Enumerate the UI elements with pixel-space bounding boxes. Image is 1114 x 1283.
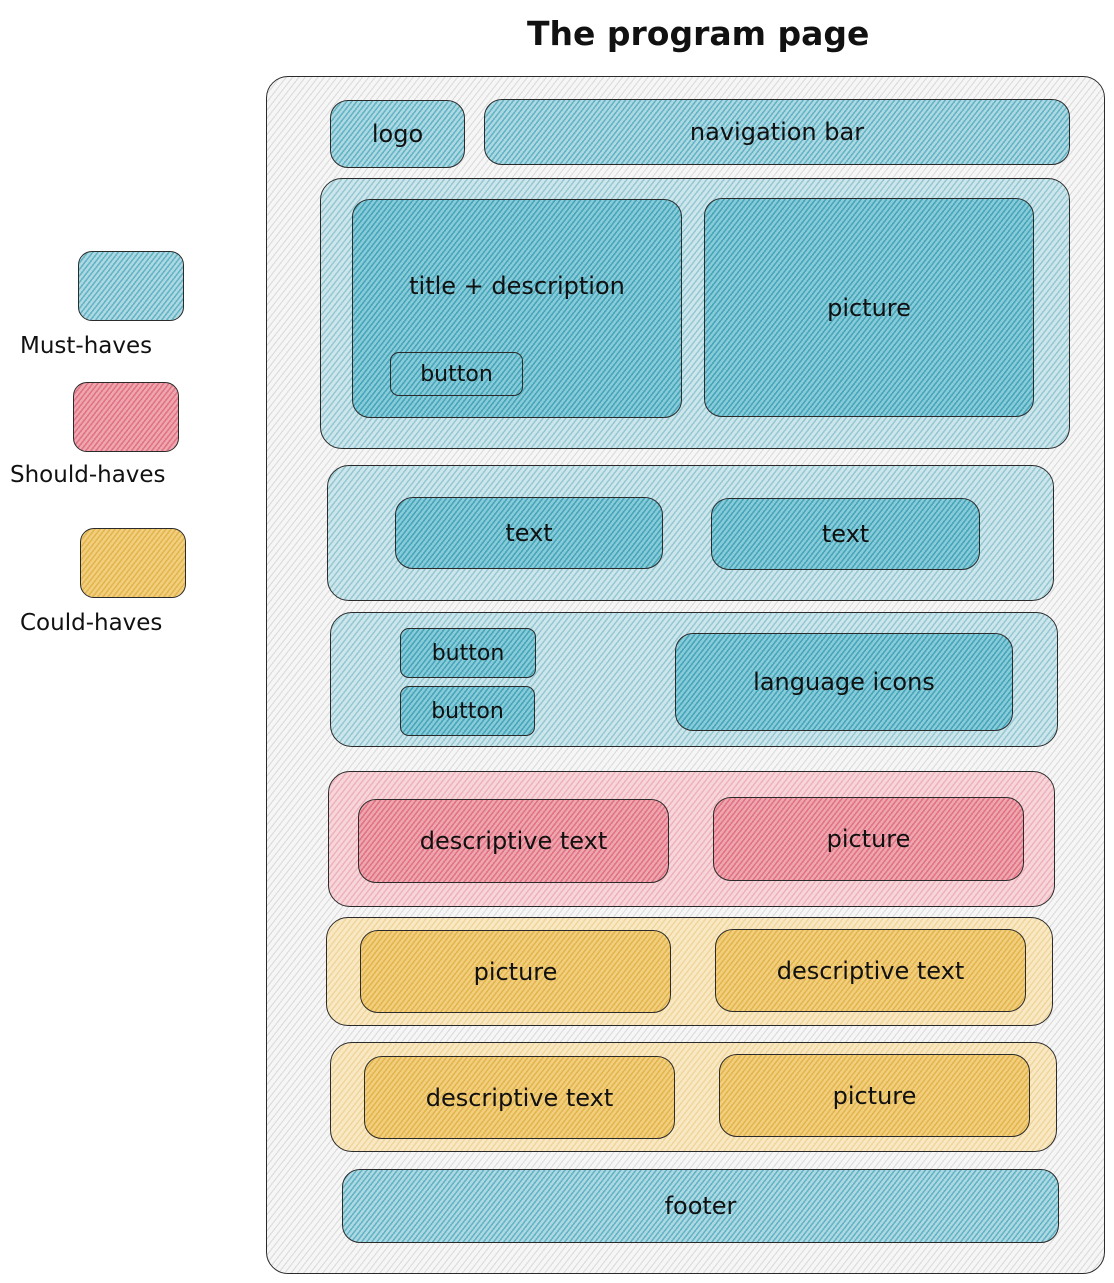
could-descriptive-text-box-2: descriptive text [364, 1056, 675, 1139]
legend-label-should: Should-haves [10, 462, 166, 488]
legend-label-must: Must-haves [20, 333, 153, 359]
text-box-1: text [395, 497, 663, 569]
should-picture-box: picture [713, 797, 1024, 881]
could-picture-box-2: picture [719, 1054, 1030, 1137]
could-picture-box-1: picture [360, 930, 671, 1013]
footer-box: footer [342, 1169, 1059, 1243]
hero-picture-box: picture [704, 198, 1034, 417]
language-icons-box: language icons [675, 633, 1013, 731]
hero-button: button [390, 352, 523, 396]
legend-swatch-must [78, 251, 184, 321]
text-box-2: text [711, 498, 980, 570]
page-title: The program page [527, 14, 870, 53]
should-descriptive-text-box: descriptive text [358, 799, 669, 883]
button-box-1: button [400, 628, 536, 678]
button-box-2: button [400, 686, 535, 736]
legend-swatch-could [80, 528, 186, 598]
could-descriptive-text-box-1: descriptive text [715, 929, 1026, 1012]
logo-box: logo [330, 100, 465, 168]
legend-label-could: Could-haves [20, 610, 163, 636]
title-description-label: title + description [409, 272, 625, 300]
legend-swatch-should [73, 382, 179, 452]
navigation-bar-box: navigation bar [484, 99, 1070, 165]
